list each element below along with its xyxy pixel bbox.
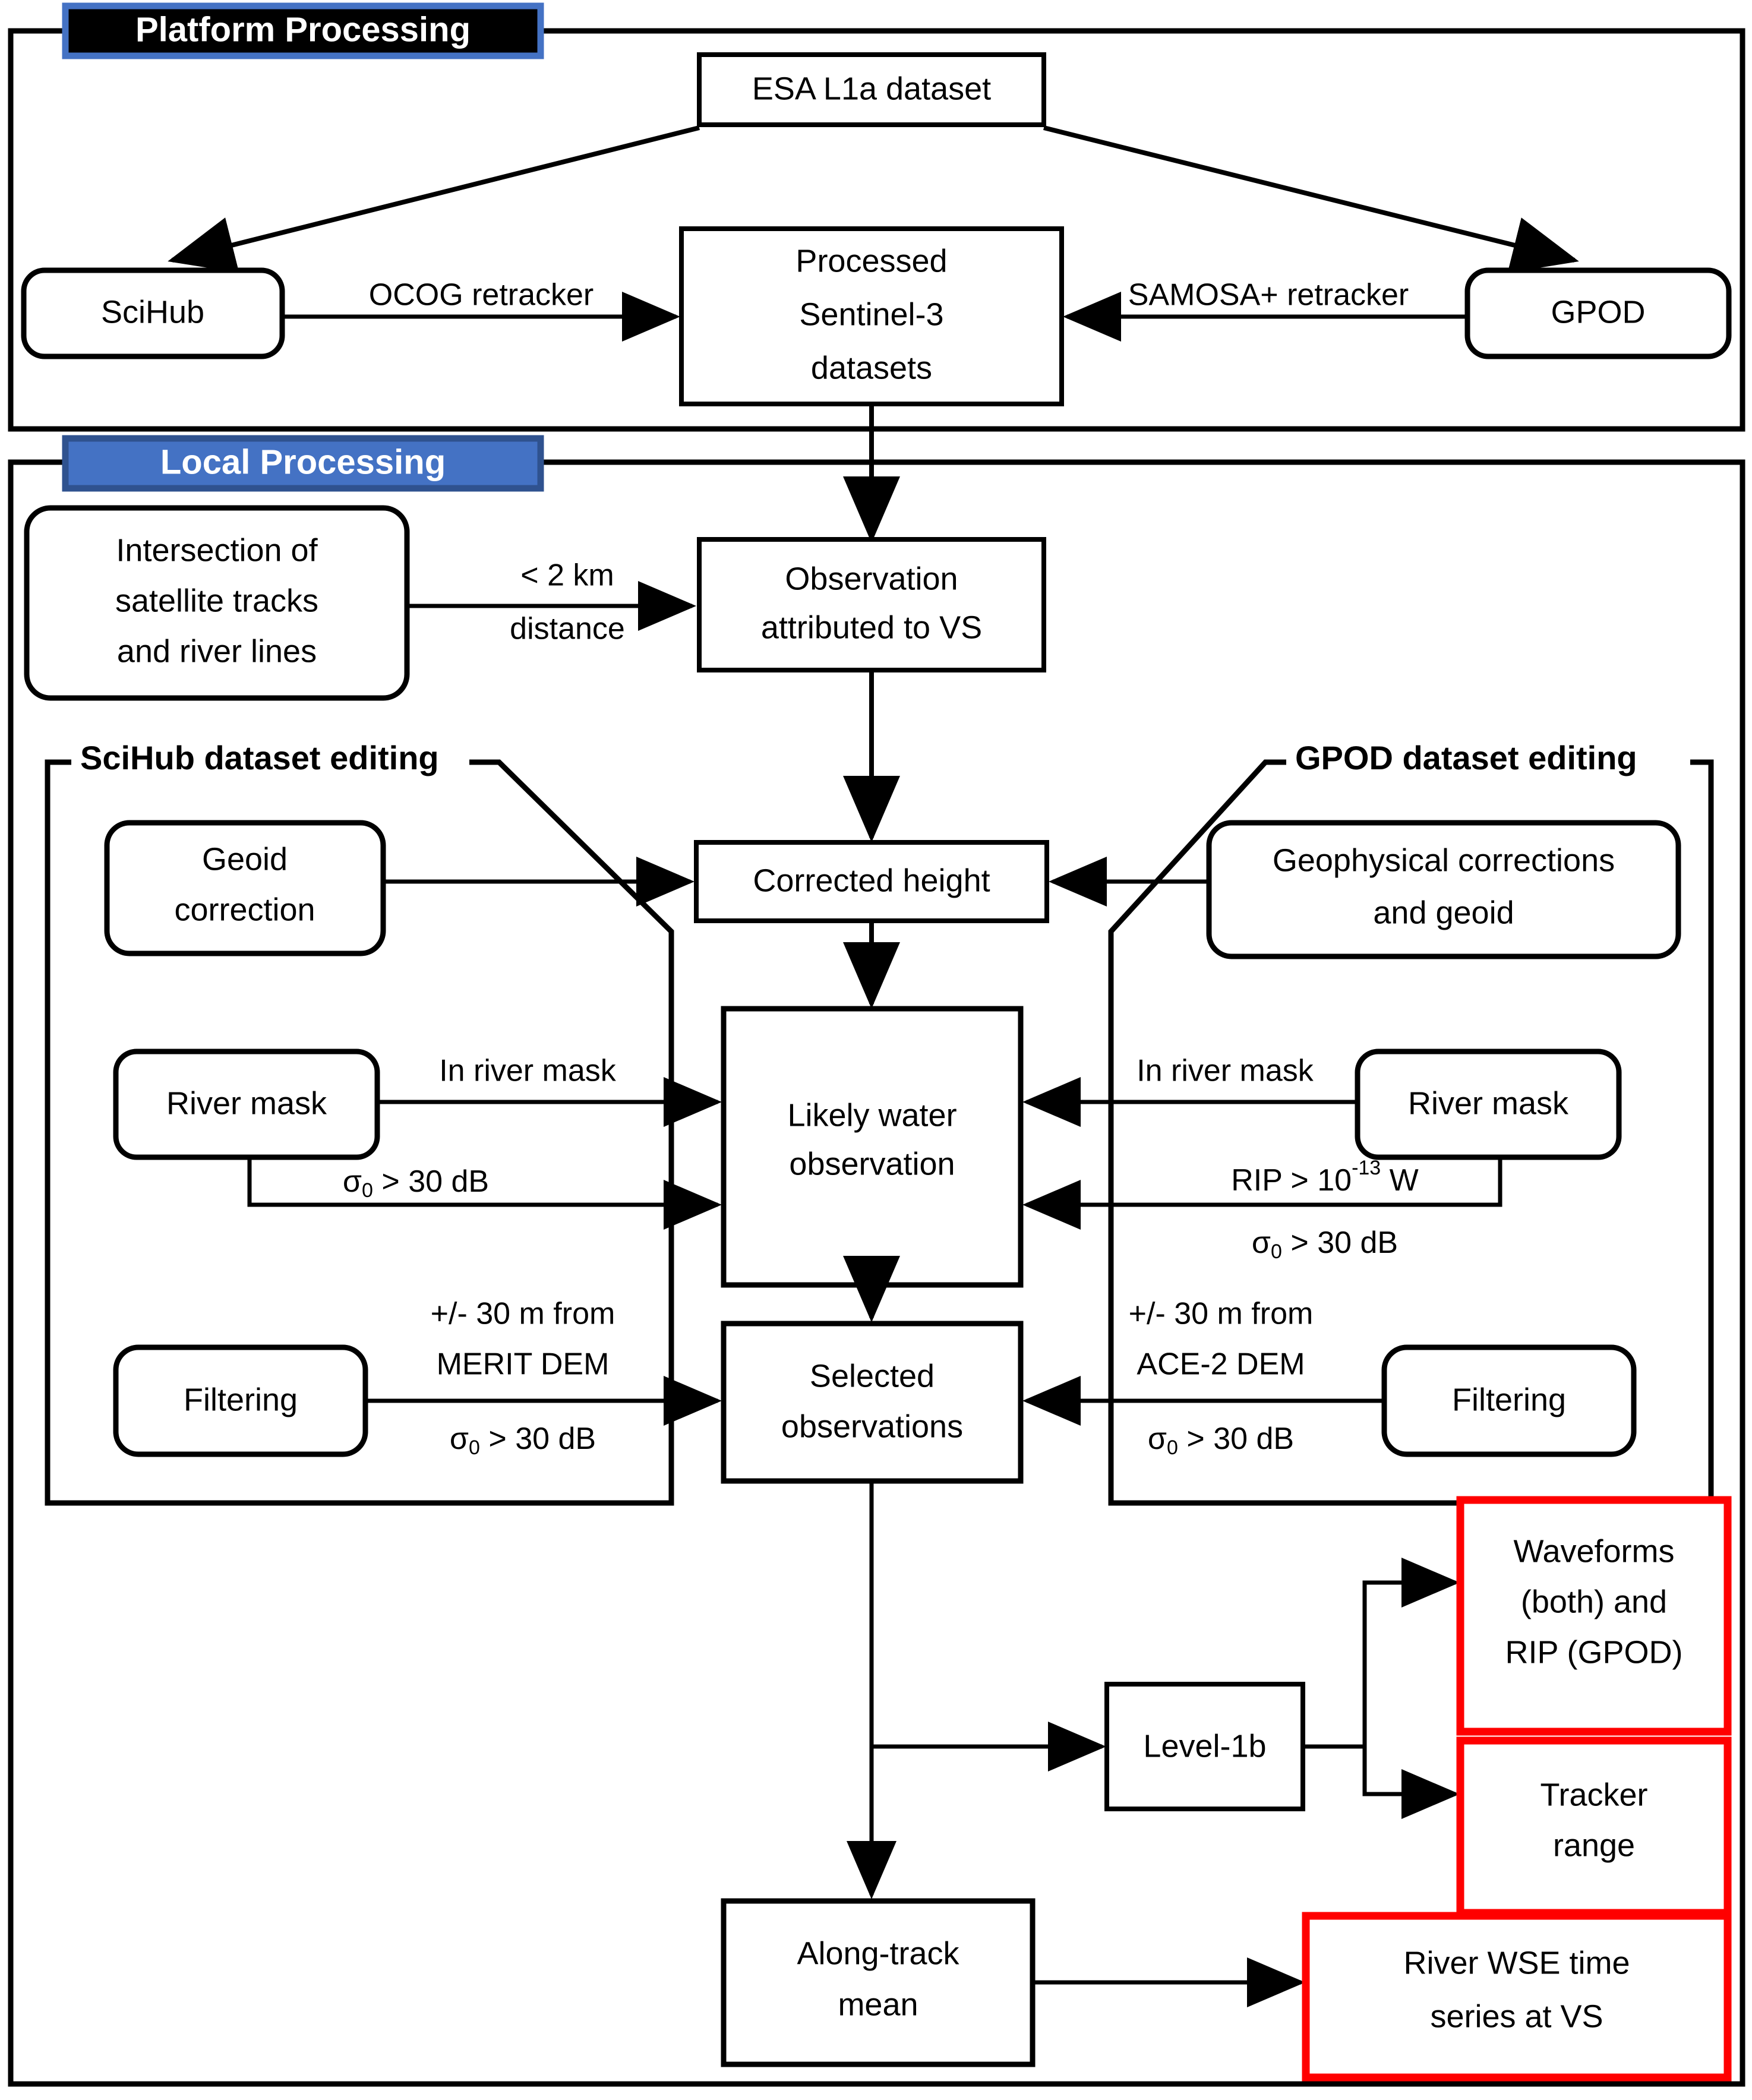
edge-label-sigma-left-water: σ0 > 30 dB [343, 1164, 489, 1202]
node-level-1b-label: Level-1b [1143, 1728, 1266, 1764]
edge-label-sigma-right-water: σ0 > 30 dB [1252, 1226, 1398, 1263]
node-waveforms-line2: (both) and [1521, 1584, 1667, 1619]
node-geoid-correction-line1: Geoid [202, 841, 288, 877]
node-along-track-mean-line1: Along-track [797, 1935, 959, 1971]
edge-label-merit-line2: MERIT DEM [437, 1347, 610, 1382]
node-scihub[interactable] [21, 267, 285, 359]
edge-label-distance-line2: distance [510, 612, 625, 646]
node-selected-observations[interactable] [721, 1321, 1024, 1484]
local-banner [62, 435, 544, 492]
node-geophysical-corrections[interactable] [1206, 820, 1681, 959]
edge-label-rip-right: RIP > 10-13 W [1231, 1157, 1419, 1198]
node-processed-sentinel3[interactable] [679, 226, 1064, 406]
node-processed-sentinel3-line3: datasets [811, 350, 932, 386]
node-geoid-correction[interactable] [104, 820, 386, 956]
node-observation-vs-line1: Observation [785, 561, 958, 596]
node-intersection-line3: and river lines [117, 633, 317, 669]
edge-label-ocog: OCOG retracker [369, 278, 594, 312]
node-river-wse-line1: River WSE time [1403, 1945, 1630, 1981]
edge-label-ace-line3: σ0 > 30 dB [1148, 1422, 1294, 1459]
node-scihub-label: SciHub [101, 294, 204, 330]
node-corrected-height[interactable] [694, 840, 1049, 923]
node-river-mask-left-label: River mask [166, 1085, 327, 1121]
node-likely-water-line1: Likely water [787, 1097, 957, 1133]
platform-section-frame [8, 28, 1745, 432]
node-river-wse-line2: series at VS [1430, 1998, 1603, 2034]
local-banner-label: Local Processing [160, 443, 446, 481]
node-tracker-range-output[interactable] [1456, 1736, 1732, 1917]
node-filtering-left-label: Filtering [184, 1382, 298, 1417]
node-level-1b[interactable] [1104, 1682, 1305, 1811]
edge-esa-to-scihub [168, 125, 700, 273]
node-selected-observations-line1: Selected [810, 1358, 935, 1394]
node-along-track-mean[interactable] [721, 1898, 1036, 2067]
node-geoid-correction-line2: correction [174, 892, 315, 927]
edge-label-merit-line1: +/- 30 m from [431, 1297, 615, 1331]
node-intersection-line2: satellite tracks [115, 583, 318, 618]
node-filtering-right-label: Filtering [1452, 1382, 1566, 1417]
node-likely-water[interactable] [721, 1006, 1024, 1288]
platform-banner [62, 2, 544, 59]
edge-label-in-river-mask-right: In river mask [1137, 1054, 1314, 1088]
node-corrected-height-label: Corrected height [753, 863, 990, 898]
node-geophysical-line1: Geophysical corrections [1273, 842, 1615, 878]
node-along-track-mean-line2: mean [838, 1987, 918, 2022]
node-waveforms-output[interactable] [1456, 1496, 1732, 1736]
node-waveforms-line1: Waveforms [1513, 1533, 1674, 1569]
edge-level1b-to-tracker [1303, 1744, 1460, 1819]
edge-label-merit-line3: σ0 > 30 dB [450, 1422, 596, 1459]
node-processed-sentinel3-line1: Processed [795, 243, 947, 279]
node-tracker-range-line2: range [1553, 1827, 1635, 1863]
node-intersection[interactable] [24, 505, 410, 701]
node-esa-l1a-label: ESA L1a dataset [752, 71, 991, 106]
group-gpod-editing-label: GPOD dataset editing [1295, 739, 1637, 776]
edge-label-ace-line1: +/- 30 m from [1129, 1297, 1314, 1331]
node-geophysical-line2: and geoid [1373, 895, 1514, 930]
node-gpod[interactable] [1464, 267, 1732, 359]
platform-banner-label: Platform Processing [135, 10, 471, 49]
edge-label-ace-line2: ACE-2 DEM [1137, 1347, 1305, 1382]
edge-label-samosa: SAMOSA+ retracker [1128, 278, 1409, 312]
node-waveforms-line3: RIP (GPOD) [1505, 1634, 1682, 1670]
group-scihub-editing-frame [45, 759, 674, 1506]
group-scihub-editing-label: SciHub dataset editing [80, 739, 439, 776]
group-gpod-editing-frame [1108, 759, 1714, 1506]
edge-rip-right-to-water [1022, 1157, 1502, 1230]
node-observation-vs[interactable] [697, 537, 1046, 672]
node-selected-observations-line2: observations [781, 1409, 963, 1444]
node-river-wse-output[interactable] [1302, 1912, 1732, 2082]
edge-label-in-river-mask-left: In river mask [439, 1054, 617, 1088]
node-intersection-line1: Intersection of [116, 532, 318, 568]
edge-level1b-to-waveforms [1303, 1558, 1460, 1749]
node-river-mask-right[interactable] [1355, 1049, 1622, 1160]
node-processed-sentinel3-line2: Sentinel-3 [799, 296, 943, 332]
node-river-mask-right-label: River mask [1408, 1085, 1569, 1121]
edge-sigma-left-to-water [247, 1157, 722, 1230]
edge-label-distance-line1: < 2 km [520, 558, 614, 593]
edge-esa-to-gpod [1043, 125, 1579, 273]
node-likely-water-line2: observation [789, 1146, 955, 1182]
node-esa-l1a[interactable] [697, 52, 1046, 127]
node-tracker-range-line1: Tracker [1540, 1777, 1647, 1812]
node-river-mask-left[interactable] [113, 1049, 380, 1160]
node-observation-vs-line2: attributed to VS [761, 610, 982, 645]
node-gpod-label: GPOD [1551, 294, 1645, 330]
local-section-frame [8, 459, 1745, 2087]
